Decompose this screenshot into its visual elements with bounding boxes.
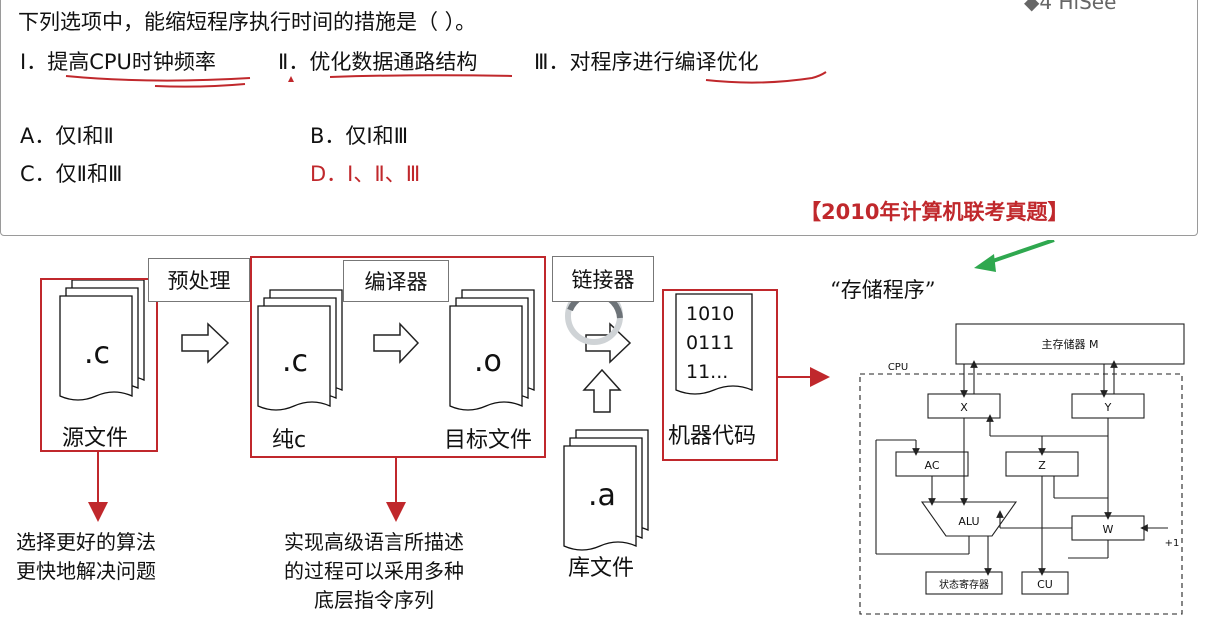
source-file-ext: .c [84,336,111,371]
library-ext: .a [588,478,616,513]
option-d[interactable]: D．Ⅰ、Ⅱ、Ⅲ [310,162,421,186]
machine-code-label: 机器代码 [668,424,757,449]
linker-label: 链接器 [552,256,654,302]
question-source: 【2010年计算机联考真题】 [800,200,1069,224]
status-register-text: 状态寄存器 [939,578,989,591]
cu-text: CU [1037,578,1053,591]
corner-text: 4 HiSee [1039,0,1117,14]
note-line: 的过程可以采用多种 [284,559,464,583]
machine-code-frame [662,289,778,461]
machine-code-line: 11... [686,361,729,383]
option-a[interactable]: A．仅Ⅰ和Ⅱ [20,124,114,148]
cpu-text: CPU [888,362,908,373]
statement-2: Ⅱ．优化数据通路结构 [278,46,477,76]
machine-code-line: 0111 [686,332,735,354]
main-memory-text: 主存储器 M [1042,337,1099,351]
ac-text: AC [924,459,939,472]
preprocess-label: 预处理 [148,258,250,302]
main-memory-box [955,323,1185,365]
statement-3-num: Ⅲ． [534,50,570,74]
stored-program-label: “存储程序” [830,278,936,302]
machine-code-line: 1010 [686,303,735,325]
question-card [0,0,1198,236]
pure-c-label: 纯c [272,428,307,453]
cpu-frame [859,373,1183,615]
y-register [1071,393,1145,419]
arrow-compile-icon [373,322,420,364]
object-file-label: 目标文件 [444,428,533,453]
source-file-label: 源文件 [62,426,129,451]
cpu-structure-diagram: 主存储器 M CPU X Y AC Z ALU W +1 状态寄存器 CU [859,323,1185,615]
note-algorithm: 选择更好的算法 更快地解决问题 [16,528,156,586]
note-line: 底层指令序列 [314,588,434,612]
machine-code-content: 1010 0111 11... [686,300,734,387]
statement-2-text: 优化数据通路结构 [309,50,478,74]
statement-3: Ⅲ．对程序进行编译优化 [534,46,758,76]
compile-flow-graphics [59,240,1055,551]
plus-one-text: +1 [1165,538,1180,549]
z-text: Z [1038,459,1046,472]
statement-2-num: Ⅱ． [278,50,310,74]
option-c[interactable]: C．仅Ⅱ和Ⅲ [20,162,123,186]
note-line: 更快地解决问题 [16,559,156,583]
note-compiler: 实现高级语言所描述 的过程可以采用多种 底层指令序列 [284,528,464,615]
question-stem: 下列选项中，能缩短程序执行时间的措施是（ ）。 [18,10,477,34]
note-line: 选择更好的算法 [16,530,156,554]
note-line: 实现高级语言所描述 [284,530,464,554]
handwritten-annotations [65,71,827,88]
ac-register [895,451,969,477]
y-text: Y [1104,401,1112,414]
corner-icon: ◆ [1024,0,1040,14]
w-text: W [1103,523,1114,536]
x-register [927,393,1001,419]
compiler-frame [250,256,546,458]
statement-1-num: Ⅰ． [20,50,48,74]
statement-1-text: 提高CPU时钟频率 [47,50,216,74]
statement-3-text: 对程序进行编译优化 [569,50,759,74]
arrow-preprocess-icon [181,322,230,364]
machine-code-doc-icon [675,293,753,395]
alu-shape [920,501,1018,537]
arrow-library-up-icon [582,368,622,413]
alu-text: ALU [958,515,979,528]
object-file-ext: .o [474,344,502,379]
status-register-box [925,571,1003,595]
pure-c-ext: .c [282,344,309,379]
x-text: X [960,401,968,414]
statement-1: Ⅰ．提高CPU时钟频率 [20,46,216,76]
compiler-label: 编译器 [343,260,449,302]
source-file-frame [40,278,158,452]
library-label: 库文件 [568,556,635,581]
corner-watermark: ◆4 HiSee [1024,0,1116,14]
option-b[interactable]: B．仅Ⅰ和Ⅲ [310,124,409,148]
